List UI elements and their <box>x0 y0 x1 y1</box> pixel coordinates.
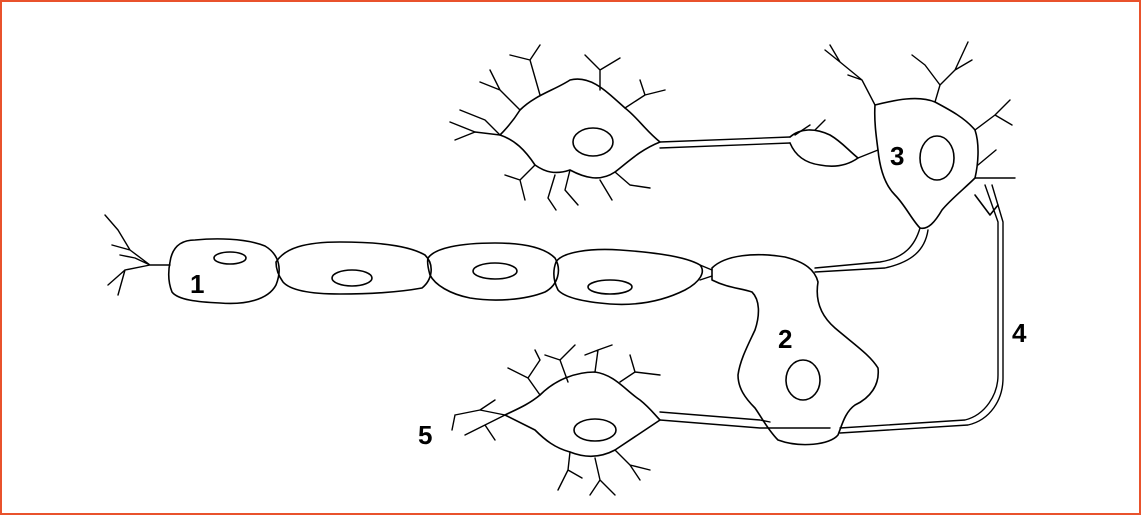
label-2: 2 <box>778 324 792 354</box>
label-5: 5 <box>418 420 432 450</box>
label-4: 4 <box>1012 318 1027 348</box>
nucleus <box>786 360 820 400</box>
neuron-3 <box>815 42 1015 433</box>
synaptic-terminal-upper <box>790 120 858 166</box>
nucleus <box>214 252 246 264</box>
nucleus <box>574 419 616 441</box>
upper-interneuron <box>450 45 790 210</box>
neuron-5 <box>452 345 830 495</box>
nucleus <box>588 280 632 294</box>
neuron-2 <box>712 255 878 445</box>
nucleus <box>473 263 517 279</box>
nucleus <box>920 136 954 180</box>
nucleus <box>573 128 613 156</box>
nucleus <box>332 270 372 286</box>
label-1: 1 <box>190 269 204 299</box>
label-3: 3 <box>890 141 904 171</box>
